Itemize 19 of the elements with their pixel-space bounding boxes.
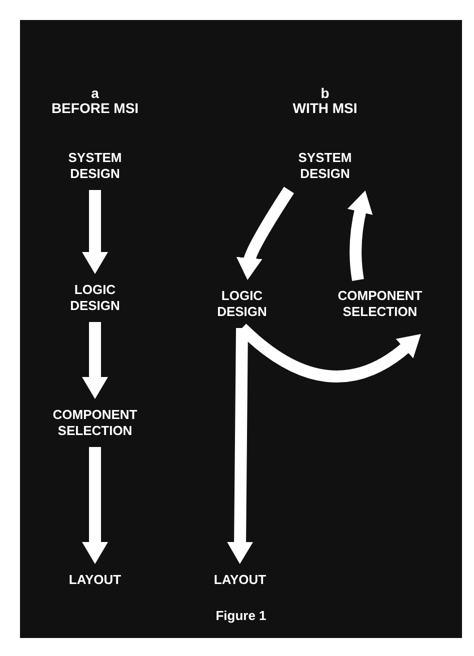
step-label: COMPONENT SELECTION — [40, 407, 150, 439]
arrow — [236, 186, 294, 280]
column-heading: WITH MSI — [292, 101, 358, 116]
step-label: LOGIC DESIGN — [207, 288, 277, 320]
step-label: SYSTEM DESIGN — [285, 150, 365, 182]
step-label: COMPONENT SELECTION — [325, 288, 435, 320]
step-label: LAYOUT — [200, 572, 280, 588]
figure-caption: Figure 1 — [216, 608, 266, 623]
arrow — [82, 322, 108, 399]
step-label: LAYOUT — [55, 572, 135, 588]
arrow — [227, 328, 254, 564]
column-heading: b — [320, 86, 330, 101]
column-heading: BEFORE MSI — [51, 101, 139, 116]
step-label: LOGIC DESIGN — [55, 282, 135, 314]
column-heading: a — [91, 86, 99, 101]
arrow — [347, 190, 373, 281]
arrow — [82, 447, 108, 564]
step-label: SYSTEM DESIGN — [55, 150, 135, 182]
arrow — [82, 190, 108, 274]
